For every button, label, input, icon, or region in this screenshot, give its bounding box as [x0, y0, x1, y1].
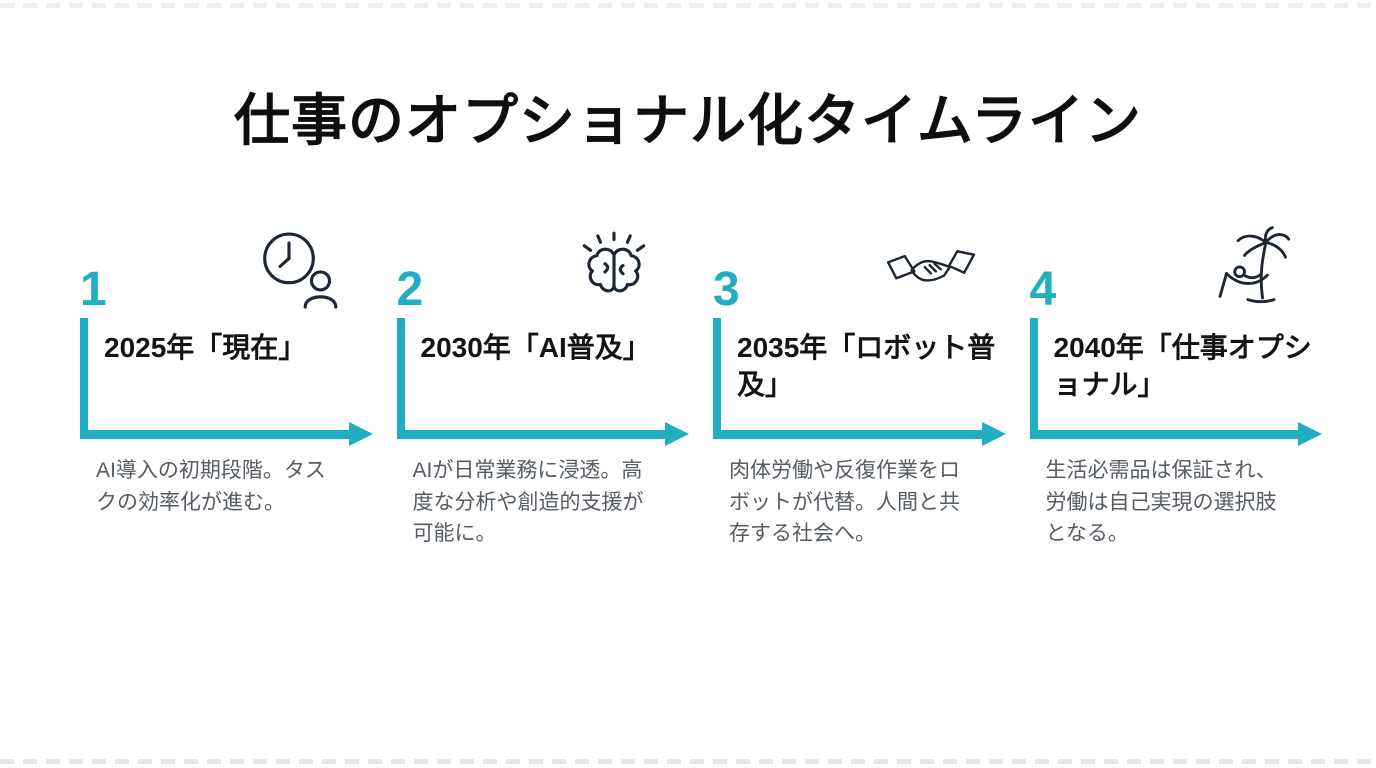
timeline-step-3: 3 2035年「ロボット普及」 肉体労働や反復作: [713, 226, 1006, 550]
step-1-number: 1: [80, 263, 107, 316]
step-3-number: 3: [713, 263, 740, 316]
step-2-arrow: [396, 422, 689, 446]
arrow-head-icon: [1298, 422, 1322, 446]
step-4-description: 生活必需品は保証され、労働は自己実現の選択肢となる。: [1045, 459, 1277, 545]
step-4-title: 2040年「仕事オプショナル」: [1053, 332, 1312, 400]
step-1-arrow: [80, 422, 373, 446]
step-2-header: 2: [397, 226, 686, 318]
step-4-body: 2040年「仕事オプショナル」: [1029, 318, 1319, 430]
step-1-header: 1: [80, 226, 369, 318]
step-2-number: 2: [396, 263, 424, 316]
arrow-head-icon: [981, 422, 1006, 446]
step-4-number: 4: [1029, 263, 1057, 316]
step-4-arrow: [1029, 422, 1322, 446]
step-1-title: 2025年「現在」: [104, 332, 307, 363]
step-4-header: 4: [1030, 226, 1319, 318]
timeline: 1 2025年「現在」 AI導入の初期段階。タスクの効率化が進む。: [80, 226, 1322, 550]
step-3-body: 2035年「ロボット普及」: [713, 318, 1002, 430]
step-3-description: 肉体労働や反復作業をロボットが代替。人間と共存する社会へ。: [729, 459, 960, 545]
timeline-step-4: 4: [1029, 226, 1322, 550]
step-2-description: AIが日常業務に浸透。高度な分析や創造的支援が可能に。: [412, 459, 644, 545]
timeline-step-1: 1 2025年「現在」 AI導入の初期段階。タスクの効率化が進む。: [80, 226, 373, 550]
top-edge-artifact: [0, 3, 1376, 8]
brain-icon: [569, 226, 659, 316]
step-3-arrow: [713, 422, 1006, 446]
step-1-body: 2025年「現在」: [80, 318, 369, 430]
arrow-head-icon: [665, 422, 689, 446]
step-1-description: AI導入の初期段階。タスクの効率化が進む。: [96, 459, 326, 514]
timeline-step-2: 2 2030年「AI普及」: [396, 226, 689, 550]
page-title: 仕事のオプショナル化タイムライン: [233, 89, 1143, 152]
step-2-title: 2030年「AI普及」: [420, 332, 651, 363]
bottom-edge-artifact: [0, 759, 1376, 764]
arrow-head-icon: [348, 422, 373, 446]
step-3-title: 2035年「ロボット普及」: [737, 332, 996, 400]
handshake-icon: [886, 226, 976, 316]
step-3-header: 3: [713, 226, 1002, 318]
clock-person-icon: [253, 226, 343, 316]
step-2-body: 2030年「AI普及」: [396, 318, 686, 430]
palm-hammock-icon: [1202, 226, 1292, 316]
